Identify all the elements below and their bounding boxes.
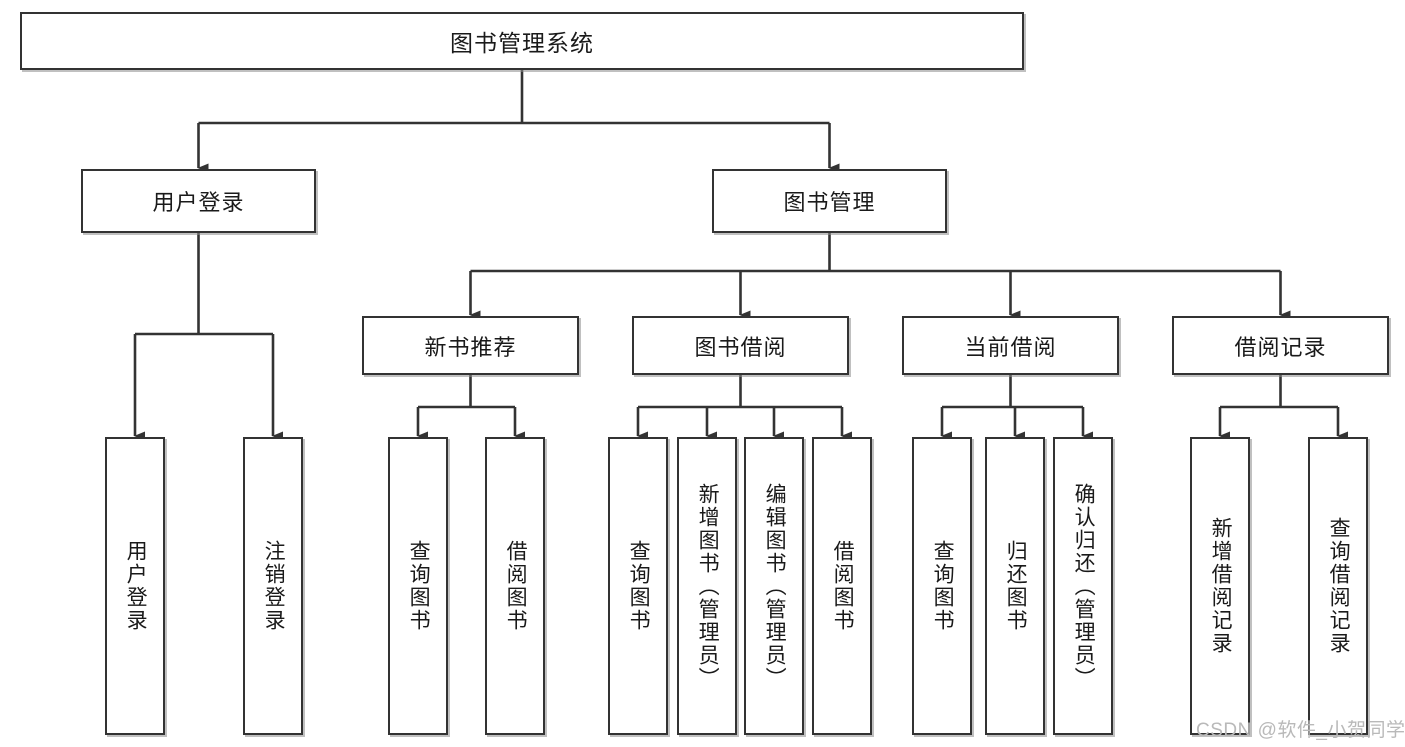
node-label: 查询图书 xyxy=(931,540,955,632)
node-leaf-borrow-book-2[interactable]: 借阅图书 xyxy=(812,437,872,735)
node-leaf-confirm-return[interactable]: 确认归还（管理员） xyxy=(1053,437,1113,735)
node-label: 借阅记录 xyxy=(1234,334,1327,360)
node-new-book-recommend[interactable]: 新书推荐 xyxy=(362,316,579,375)
node-label: 编辑图书（管理员） xyxy=(763,482,787,690)
node-leaf-query-book-1[interactable]: 查询图书 xyxy=(388,437,448,735)
csdn-watermark: CSDN @软件_小贺同学 xyxy=(1196,720,1405,741)
node-label: 新增图书（管理员） xyxy=(696,482,720,690)
node-root-system[interactable]: 图书管理系统 xyxy=(20,12,1024,70)
node-current-borrow[interactable]: 当前借阅 xyxy=(902,316,1119,375)
node-leaf-user-logout[interactable]: 注销登录 xyxy=(243,437,303,735)
node-label: 归还图书 xyxy=(1004,540,1028,632)
node-leaf-query-book-2[interactable]: 查询图书 xyxy=(608,437,668,735)
node-label: 用户登录 xyxy=(124,540,148,632)
node-leaf-edit-book[interactable]: 编辑图书（管理员） xyxy=(744,437,804,735)
node-label: 借阅图书 xyxy=(831,540,855,632)
node-leaf-query-book-3[interactable]: 查询图书 xyxy=(912,437,972,735)
node-leaf-query-borrow-record[interactable]: 查询借阅记录 xyxy=(1308,437,1368,735)
node-leaf-borrow-book-1[interactable]: 借阅图书 xyxy=(485,437,545,735)
node-borrow-record[interactable]: 借阅记录 xyxy=(1172,316,1389,375)
node-leaf-return-book[interactable]: 归还图书 xyxy=(985,437,1045,735)
node-label: 确认归还（管理员） xyxy=(1072,482,1096,690)
node-label: 查询借阅记录 xyxy=(1327,517,1351,655)
node-label: 图书管理系统 xyxy=(450,30,594,56)
node-leaf-add-book[interactable]: 新增图书（管理员） xyxy=(677,437,737,735)
node-leaf-add-borrow-record[interactable]: 新增借阅记录 xyxy=(1190,437,1250,735)
node-label: 借阅图书 xyxy=(504,540,528,632)
node-user-login[interactable]: 用户登录 xyxy=(81,169,316,233)
node-label: 用户登录 xyxy=(152,190,245,215)
node-leaf-user-login[interactable]: 用户登录 xyxy=(105,437,165,735)
node-label: 新书推荐 xyxy=(424,334,517,360)
node-label: 查询图书 xyxy=(627,540,651,632)
node-label: 图书管理 xyxy=(783,190,876,215)
node-label: 当前借阅 xyxy=(964,334,1057,360)
node-book-borrow[interactable]: 图书借阅 xyxy=(632,316,849,375)
node-book-management[interactable]: 图书管理 xyxy=(712,169,947,233)
node-label: 注销登录 xyxy=(262,540,286,632)
node-label: 查询图书 xyxy=(407,540,431,632)
node-label: 新增借阅记录 xyxy=(1209,517,1233,655)
node-label: 图书借阅 xyxy=(694,334,787,360)
